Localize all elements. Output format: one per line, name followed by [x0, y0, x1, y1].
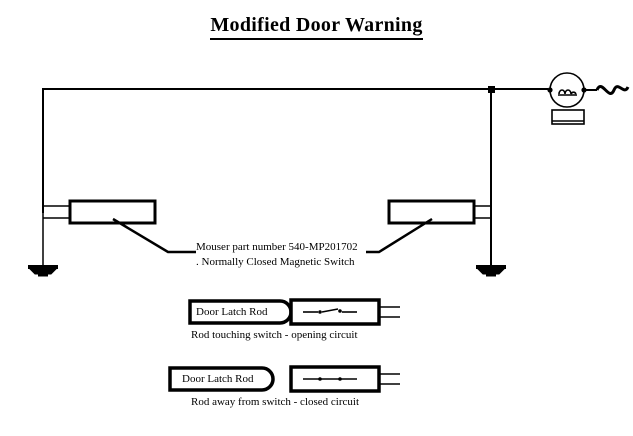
battery-rectangle-icon: [551, 109, 585, 125]
detail-caption-top: Rod touching switch - opening circuit: [191, 329, 358, 341]
buzzer-coil-circle-icon: [547, 72, 587, 108]
annotation-part-number: Mouser part number 540-MP201702: [196, 241, 358, 253]
reed-switch-open-contacts: [303, 308, 357, 314]
leader-right: [366, 217, 433, 254]
leader-left: [112, 217, 196, 254]
reed-switch-closed-contacts: [303, 377, 357, 381]
door-latch-rod-label-top: Door Latch Rod: [196, 306, 268, 318]
annotation-switch-type: . Normally Closed Magnetic Switch: [196, 256, 355, 268]
detail-rod-touching: [188, 298, 400, 326]
page-title-text: Modified Door Warning: [210, 14, 423, 40]
sound-wave-squiggle-icon: [595, 85, 630, 95]
earth-ground-right-icon: [476, 265, 506, 277]
page-title: Modified Door Warning: [0, 14, 633, 40]
magnetic-switch-left: [68, 199, 157, 225]
reed-switch-open-housing: [289, 298, 381, 326]
door-latch-rod-icon-bottom: [168, 366, 275, 392]
detail-caption-bottom: Rod away from switch - closed circuit: [191, 396, 360, 408]
door-latch-rod-label-bottom: Door Latch Rod: [182, 373, 254, 385]
detail-rod-away: [168, 365, 400, 393]
earth-ground-left-icon: [28, 265, 58, 277]
annotation-leader-lines: [112, 217, 433, 254]
wire-junction-dot-icon: [488, 86, 495, 93]
magnetic-switch-right: [387, 199, 476, 225]
main-circuit-wires: [42, 88, 548, 266]
